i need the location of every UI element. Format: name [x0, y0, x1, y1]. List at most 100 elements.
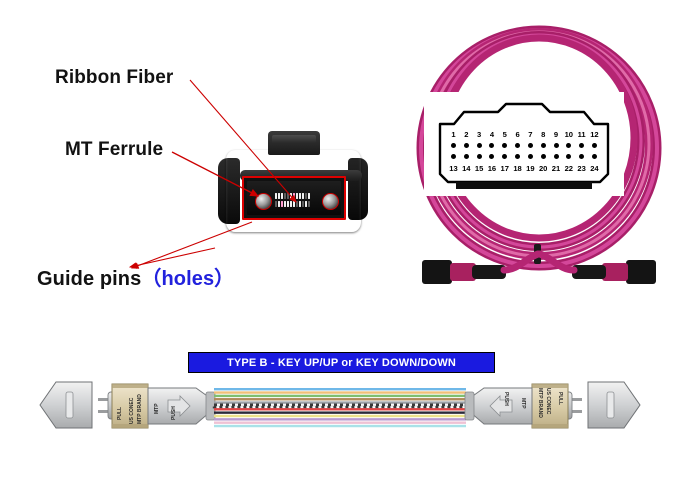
pin-dot-18: [515, 154, 521, 159]
fiber-strand-brown: [214, 398, 466, 401]
pin-dot-21: [553, 154, 559, 159]
end-cap-right: [587, 381, 641, 429]
connector-body-left: [218, 158, 240, 224]
fiber-strand-violet: [214, 418, 466, 421]
pin-dot-2: [463, 143, 469, 148]
cable-connector-right: [536, 250, 656, 284]
pin-number-13: 13: [449, 163, 458, 173]
pin-dot-22: [566, 154, 572, 159]
pin-number-1: 1: [451, 129, 456, 139]
label-brand-right: US CONEC: [545, 388, 551, 415]
label-mtp-left: MTP: [154, 403, 160, 414]
fiber-strand-rose: [214, 421, 466, 424]
pin-dot-16: [489, 154, 495, 159]
pin-dot-13: [451, 154, 456, 159]
mpo-connector-photo: [218, 128, 368, 246]
pin-number-8: 8: [541, 129, 546, 139]
pinout-top-dots: [448, 140, 600, 151]
fiber-strand-aqua: [214, 424, 466, 428]
type-b-polarity-panel: TYPE B - KEY UP/UP or KEY DOWN/DOWN: [0, 340, 680, 460]
fiber-strand-slate: [214, 401, 466, 404]
label-brand2-right: MTP BRAND: [537, 388, 543, 418]
pin-dot-17: [502, 154, 508, 159]
guide-pins-holes-text: （holes）: [141, 268, 235, 290]
fiber-strand-black: [214, 411, 466, 414]
type-b-banner: TYPE B - KEY UP/UP or KEY DOWN/DOWN: [188, 352, 495, 373]
mt-ferrule-highlight-box: [242, 176, 346, 220]
pin-dot-6: [515, 143, 521, 148]
pin-number-22: 22: [564, 163, 574, 173]
guide-pin-hole-right: [322, 193, 339, 210]
fiber-row-bottom: [275, 201, 321, 207]
fiber-strand-green: [214, 394, 466, 398]
pin-dot-8: [540, 143, 546, 148]
pin-number-18: 18: [513, 163, 522, 173]
callout-label-mt-ferrule: MT Ferrule: [65, 139, 164, 160]
pin-number-9: 9: [553, 129, 559, 139]
pin-dot-23: [579, 154, 585, 159]
pin-number-23: 23: [577, 163, 586, 173]
fiber-strand-yellow: [214, 414, 466, 418]
label-brand2-left: MTP BRAND: [137, 394, 143, 424]
pin-dot-15: [476, 154, 482, 159]
cable-connector-left: [422, 250, 542, 284]
pin-dot-1: [451, 143, 456, 148]
pinout-shell-outline: [438, 102, 610, 189]
pin-dot-7: [527, 143, 533, 148]
connector-assembly-right: [464, 383, 582, 429]
pin-number-19: 19: [526, 163, 535, 173]
label-push-left: PUSH: [171, 406, 177, 420]
end-cap-left: [39, 381, 93, 429]
pin-dot-24: [591, 154, 597, 159]
fiber-strand-red: [214, 408, 466, 411]
label-pull-right: PULL: [557, 392, 563, 405]
pin-dot-9: [553, 143, 559, 148]
label-mtp-right: MTP: [520, 398, 526, 409]
pin-number-10: 10: [564, 129, 574, 139]
connector-right-texts: PULL US CONEC MTP BRAND PUSH MTP: [503, 388, 563, 418]
pin-number-5: 5: [502, 129, 507, 139]
guide-pins-text: Guide pins: [37, 268, 142, 290]
type-b-schematic: PULL US CONEC MTP BRAND PUSH MTP: [39, 381, 641, 429]
fiber-strand-orange: [214, 391, 466, 394]
connector-assembly-left: PULL US CONEC MTP BRAND PUSH MTP: [98, 383, 216, 429]
pin-number-12: 12: [590, 129, 599, 139]
connector-body: [226, 150, 362, 232]
type-b-banner-text: TYPE B - KEY UP/UP or KEY DOWN/DOWN: [227, 356, 456, 369]
pin-number-16: 16: [487, 163, 497, 173]
pin-number-14: 14: [462, 163, 471, 173]
pin-number-20: 20: [538, 163, 548, 173]
pin-dot-10: [566, 143, 572, 148]
pin-number-2: 2: [464, 129, 469, 139]
label-brand-left: US CONEC: [129, 397, 135, 424]
pin-number-7: 7: [528, 129, 533, 139]
pin-number-21: 21: [551, 163, 561, 173]
label-pull-left: PULL: [117, 407, 123, 420]
callout-leader-lines: [128, 79, 297, 269]
connector-key-latch: [268, 131, 320, 155]
callout-label-guide-pins: Guide pins（holes）: [37, 262, 234, 291]
pin-number-4: 4: [489, 129, 495, 139]
guide-pin-hole-left: [255, 193, 272, 210]
pin-dot-12: [591, 143, 597, 148]
annotated-connector-photo-panel: Ribbon Fiber MT Ferrule Guide pins（holes…: [0, 0, 400, 310]
pin-dot-4: [489, 143, 495, 148]
callout-label-ribbon-fiber: Ribbon Fiber: [55, 67, 174, 88]
label-push-right: PUSH: [503, 392, 509, 406]
pin-number-15: 15: [474, 163, 484, 173]
pin-dot-5: [502, 143, 508, 148]
ribbon-fiber-strands: [212, 388, 468, 428]
pin-number-17: 17: [500, 163, 509, 173]
pin-dot-19: [527, 154, 533, 159]
pin-number-24: 24: [590, 163, 599, 173]
pinout-bottom-dots: [448, 151, 600, 162]
pin-number-6: 6: [515, 129, 520, 139]
pin-dot-20: [540, 154, 546, 159]
fiber-strand-blue: [214, 388, 466, 391]
pin-number-3: 3: [477, 129, 482, 139]
